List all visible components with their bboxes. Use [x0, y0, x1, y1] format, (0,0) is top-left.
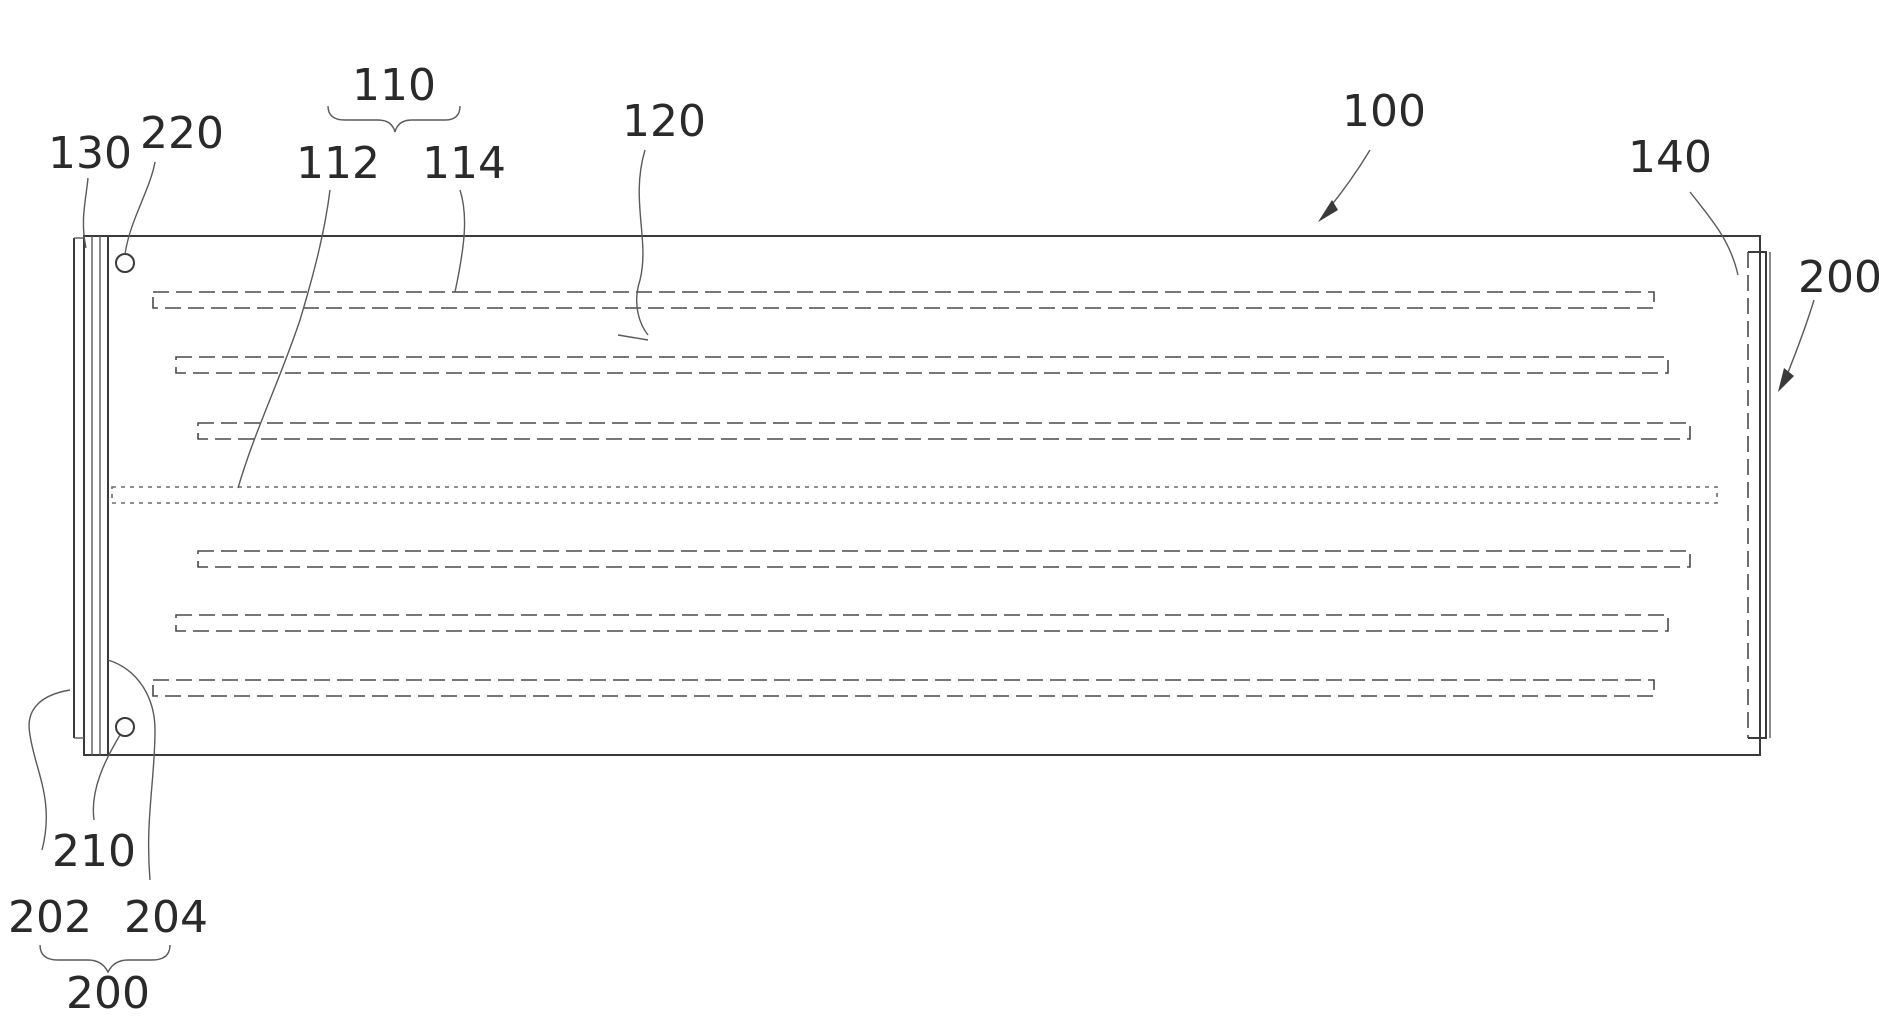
left-frame: [74, 236, 108, 755]
panel-body: [84, 236, 1760, 755]
label-110: 110: [352, 60, 436, 111]
label-140: 140: [1628, 132, 1712, 183]
channels-114: [153, 292, 1690, 696]
label-112: 112: [296, 138, 380, 189]
label-210: 210: [52, 826, 136, 877]
label-220: 220: [140, 108, 224, 159]
hole-210: [116, 718, 134, 736]
hole-220: [116, 254, 134, 272]
label-202: 202: [8, 892, 92, 943]
label-130: 130: [48, 128, 132, 179]
label-200-right: 200: [1798, 252, 1879, 303]
channel-112: [112, 487, 1717, 503]
label-100: 100: [1342, 86, 1426, 137]
label-204: 204: [124, 892, 208, 943]
label-200-bottom: 200: [66, 968, 150, 1012]
label-120: 120: [622, 96, 706, 147]
label-114: 114: [422, 138, 506, 189]
